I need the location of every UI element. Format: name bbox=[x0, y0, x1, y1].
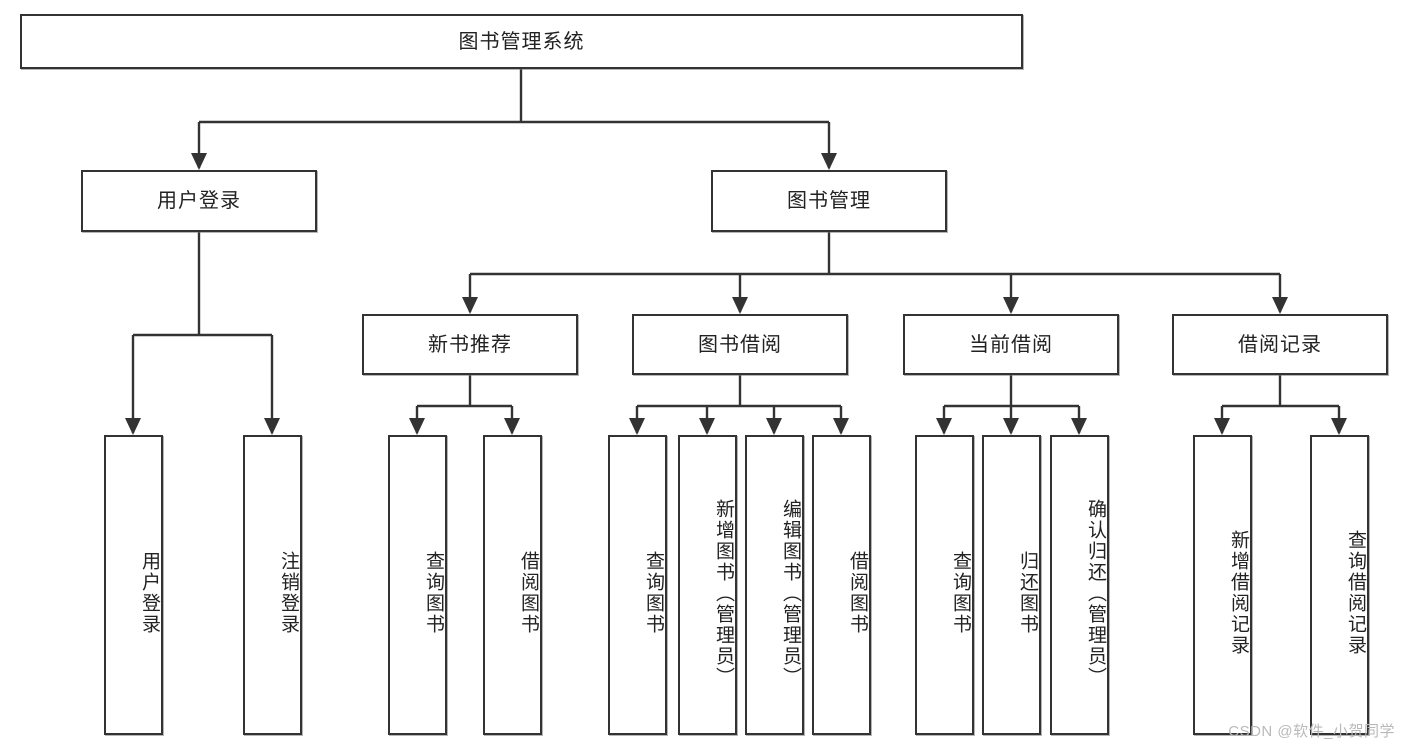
node-leaf-edit-book[interactable]: 编辑图书（管理员） bbox=[745, 435, 804, 735]
connector-arrowhead-icon bbox=[125, 418, 141, 435]
node-label: 查询图书 bbox=[423, 551, 444, 635]
connector-arrowhead-icon bbox=[264, 418, 280, 435]
node-label: 图书管理系统 bbox=[458, 30, 585, 53]
node-user-login[interactable]: 用户登录 bbox=[81, 170, 317, 232]
node-label: 借阅图书 bbox=[518, 551, 539, 635]
node-new-book-recommend[interactable]: 新书推荐 bbox=[362, 314, 578, 375]
node-label: 编辑图书（管理员） bbox=[780, 498, 801, 688]
node-label: 图书借阅 bbox=[698, 333, 782, 356]
connector-arrowhead-icon bbox=[833, 418, 849, 435]
connector-arrowhead-icon bbox=[191, 153, 207, 170]
connector-arrowhead-icon bbox=[1071, 418, 1087, 435]
connector-arrowhead-icon bbox=[1003, 297, 1019, 314]
node-current-borrow[interactable]: 当前借阅 bbox=[903, 314, 1119, 375]
connector-arrowhead-icon bbox=[462, 297, 478, 314]
node-label: 图书管理 bbox=[787, 190, 871, 212]
node-leaf-user-login[interactable]: 用户登录 bbox=[104, 435, 163, 735]
node-leaf-query-book-bb[interactable]: 查询图书 bbox=[608, 435, 667, 735]
node-leaf-query-book-rec[interactable]: 查询图书 bbox=[388, 435, 447, 735]
node-label: 用户登录 bbox=[139, 551, 160, 635]
node-leaf-add-book[interactable]: 新增图书（管理员） bbox=[678, 435, 737, 735]
node-leaf-logout[interactable]: 注销登录 bbox=[243, 435, 302, 735]
node-root[interactable]: 图书管理系统 bbox=[20, 14, 1023, 69]
node-label: 查询图书 bbox=[950, 551, 971, 635]
node-label: 注销登录 bbox=[278, 551, 299, 635]
connector-arrowhead-icon bbox=[409, 418, 425, 435]
connector-arrowhead-icon bbox=[629, 418, 645, 435]
connector-arrowhead-icon bbox=[699, 418, 715, 435]
node-leaf-return-book[interactable]: 归还图书 bbox=[982, 435, 1041, 735]
node-leaf-confirm-return[interactable]: 确认归还（管理员） bbox=[1050, 435, 1109, 735]
node-label: 借阅记录 bbox=[1238, 333, 1322, 356]
node-label: 新增图书（管理员） bbox=[713, 498, 734, 688]
connector-arrowhead-icon bbox=[936, 418, 952, 435]
connector-arrowhead-icon bbox=[766, 418, 782, 435]
node-leaf-borrow-book-rec[interactable]: 借阅图书 bbox=[483, 435, 542, 735]
node-leaf-add-record[interactable]: 新增借阅记录 bbox=[1193, 435, 1252, 735]
node-label: 新书推荐 bbox=[428, 333, 512, 356]
node-label: 借阅图书 bbox=[847, 551, 868, 635]
connector-arrowhead-icon bbox=[1272, 297, 1288, 314]
node-label: 用户登录 bbox=[157, 190, 241, 212]
connector-arrowhead-icon bbox=[1331, 418, 1347, 435]
node-borrow-record[interactable]: 借阅记录 bbox=[1172, 314, 1388, 375]
node-label: 当前借阅 bbox=[969, 333, 1053, 356]
connector-arrowhead-icon bbox=[1003, 418, 1019, 435]
node-label: 归还图书 bbox=[1017, 551, 1038, 635]
node-book-borrow[interactable]: 图书借阅 bbox=[632, 314, 848, 375]
node-leaf-borrow-book-bb[interactable]: 借阅图书 bbox=[812, 435, 871, 735]
connector-arrowhead-icon bbox=[1214, 418, 1230, 435]
connector-arrowhead-icon bbox=[732, 297, 748, 314]
node-leaf-query-record[interactable]: 查询借阅记录 bbox=[1310, 435, 1369, 735]
node-leaf-query-book-cb[interactable]: 查询图书 bbox=[915, 435, 974, 735]
watermark-label: CSDN @软件_小贺同学 bbox=[1228, 723, 1395, 740]
connector-arrowhead-icon bbox=[504, 418, 520, 435]
node-book-manage[interactable]: 图书管理 bbox=[711, 170, 947, 232]
node-label: 查询借阅记录 bbox=[1345, 530, 1366, 656]
node-label: 确认归还（管理员） bbox=[1085, 498, 1106, 688]
connector-arrowhead-icon bbox=[821, 153, 837, 170]
node-label: 查询图书 bbox=[643, 551, 664, 635]
node-label: 新增借阅记录 bbox=[1228, 530, 1249, 656]
